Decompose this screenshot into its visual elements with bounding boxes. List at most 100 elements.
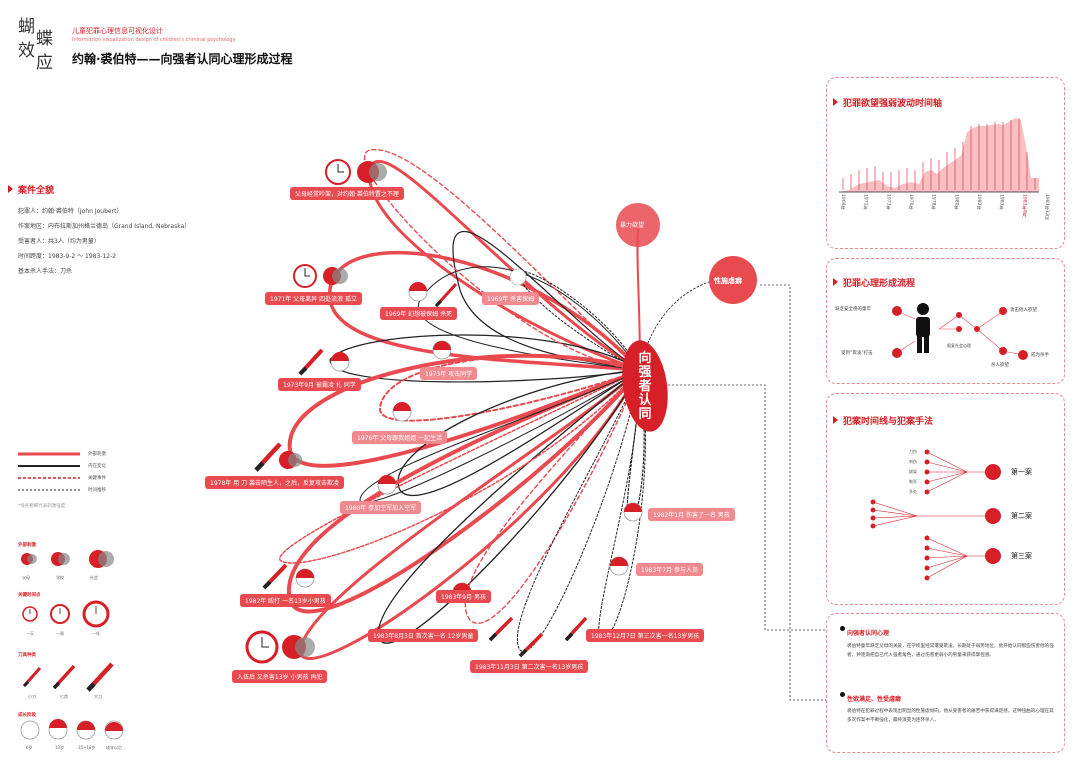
legend-small-label: 社会 <box>90 575 98 580</box>
method-label: 勒死 <box>909 479 917 484</box>
violence-node <box>616 203 660 247</box>
face-icon <box>509 268 527 286</box>
process-node <box>892 306 902 316</box>
clock-icon <box>245 630 279 664</box>
connection-line <box>517 369 641 652</box>
method-panel: 犯案时间线与犯案手法 第一案 第二案 第三案 刀伤 刺伤 绑架 勒死 多处 <box>826 393 1065 605</box>
process-node <box>1018 350 1028 360</box>
event-label: 1983年8月3日 首次害一名 12岁男童 <box>368 629 479 642</box>
clock-icon <box>325 159 351 185</box>
event-label: 入伍后 又杀害13岁 小男孩 再犯 <box>232 670 328 683</box>
face-icon <box>432 340 452 360</box>
process-label: 攻击他人欲望 <box>1010 308 1037 313</box>
event-label: 1980年 参加空军加入空军 <box>340 501 422 514</box>
legend-label: 内在变化 <box>88 464 106 469</box>
clock-icon <box>293 264 317 288</box>
line-legend <box>18 452 80 491</box>
legend-group-title: 关键时间点 <box>18 593 41 598</box>
project-subtitle-en: Information visualization design of chil… <box>72 37 236 43</box>
case-node <box>985 508 1001 524</box>
case-info: 犯罪人：约翰·裘伯特（John Joubert） 作案地区：内布拉斯加州格兰德岛… <box>18 204 190 279</box>
legend-label: 关键事件 <box>88 476 106 481</box>
case-label: 第一案 <box>1011 468 1032 476</box>
knife-icon <box>254 442 282 472</box>
face-icon <box>392 402 412 422</box>
method-title: 犯案时间线与犯案手法 <box>833 414 933 427</box>
process-node <box>974 326 980 332</box>
logo-char: 效 <box>18 41 35 61</box>
event-label: 1983年11月3日 第二次害一名13岁男孩 <box>470 660 589 673</box>
face-icon <box>330 352 350 372</box>
timeline-tick: 1971年 <box>862 194 868 210</box>
stimulus-icons <box>21 550 114 568</box>
knife-icon <box>22 667 42 688</box>
connection-line <box>286 368 642 614</box>
violence-label: 暴力欲望 <box>620 222 645 229</box>
connection-line <box>464 369 641 624</box>
legend-small-label: 大刀 <box>94 694 102 699</box>
timeline-tick: 1980年 <box>953 194 959 210</box>
face-icon <box>623 502 643 522</box>
event-label: 1978年 用 刀 袭击陌生人，之后，反复攻击欺凌 <box>205 476 344 489</box>
event-label: 1969年 杀害保姆 <box>482 292 540 305</box>
timeline-tick: 1978年 <box>930 194 936 210</box>
knife-icon <box>518 632 544 658</box>
method-label: 刀伤 <box>909 449 917 454</box>
face-icon <box>20 720 40 740</box>
clock-icons <box>22 600 110 628</box>
case-node <box>985 548 1001 564</box>
timeline-tick: 1983年 <box>998 194 1004 210</box>
panel-connector <box>660 384 826 631</box>
timeline-tick: 1976年 <box>907 194 913 210</box>
logo-char: 蝴 <box>18 17 35 37</box>
connection-line <box>287 353 642 468</box>
connection-line <box>298 368 642 660</box>
page-title: 约翰·裘伯特——向强者认同心理形成过程 <box>72 52 293 66</box>
legend-small-label: 学校 <box>56 575 64 580</box>
timeline-tick: 1973年 <box>885 194 891 210</box>
method-label: 多处 <box>909 489 917 494</box>
legend-group-title: 刀具种类 <box>18 653 36 658</box>
knife-icons <box>22 662 114 692</box>
knife-icon <box>564 616 588 642</box>
process-label: 报复社会心理 <box>947 343 971 348</box>
logo: 蝴 蝶 效 应 <box>16 18 60 74</box>
process-node <box>999 347 1007 355</box>
event-label: 1969年 幻想被保姆 杀死 <box>380 307 458 320</box>
person-icon <box>916 303 930 353</box>
process-panel: 犯罪心理形成流程 缺乏安全感的童年 受到“欺凌”打击 报复社会心理 攻击他人欲望… <box>826 258 1065 384</box>
knife-icon <box>52 664 76 690</box>
process-label: 杀人欲望 <box>991 363 1009 368</box>
face-icon <box>609 556 629 576</box>
timeline-ticks: 1969年 1971年 1973年 1976年 1978年 1980年 1982… <box>839 194 1049 234</box>
knife-icon <box>262 563 288 590</box>
text-panel: 向强者认同心理 裘伯特童年缺乏父母的关爱，在学校里经常遭受欺凌，长期处于弱势地位… <box>826 613 1065 753</box>
sadism-node <box>709 256 757 304</box>
event-label: 1971年 父母离异 四处流浪 孤立 <box>265 292 362 305</box>
hub-node <box>622 340 668 432</box>
legend-group-title: 成长阶段 <box>18 713 36 718</box>
method-flow <box>870 449 1001 581</box>
knife-icon <box>488 616 514 642</box>
face-icon <box>295 568 315 588</box>
event-label: 1983年9月 男孩 <box>436 590 491 603</box>
bullet-dot <box>840 626 845 631</box>
process-node <box>892 348 902 358</box>
text-heading: 向强者认同心理 <box>847 630 890 637</box>
method-label: 绑架 <box>909 469 917 474</box>
logo-char: 蝶 <box>36 29 53 49</box>
event-label: 父母经常吵架，对约翰·裘伯特置之不理 <box>290 187 404 200</box>
legend-small-label: 13岁 <box>55 745 65 750</box>
case-section-title: 案件全貌 <box>8 183 54 196</box>
case-line: 犯罪人：约翰·裘伯特（John Joubert） <box>18 208 123 215</box>
process-label: 受到“欺凌”打击 <box>841 351 873 356</box>
event-label: 1982年 殴打 一名13岁小男孩 <box>240 594 331 607</box>
case-label: 第三案 <box>1011 552 1032 560</box>
process-node <box>956 326 962 332</box>
case-line: 作案地区：内布拉斯加州格兰德岛（Grand Island, Nebraska） <box>18 223 191 230</box>
case-line: 时间跨度：1983-9-2 ～ 1983-12-2 <box>18 253 117 260</box>
process-label: 成为杀手 <box>1031 353 1049 358</box>
connection-line <box>359 369 641 504</box>
text-paragraph: 裘伯特童年缺乏父母的关爱，在学校里经常遭受欺凌，长期处于弱势地位。他开始认同那些… <box>847 644 1054 658</box>
text-paragraph: 裘伯特在犯罪过程中表现出明显的性施虐倾向，他从受害者的痛苦中获得满足感，这种扭曲… <box>847 709 1054 723</box>
